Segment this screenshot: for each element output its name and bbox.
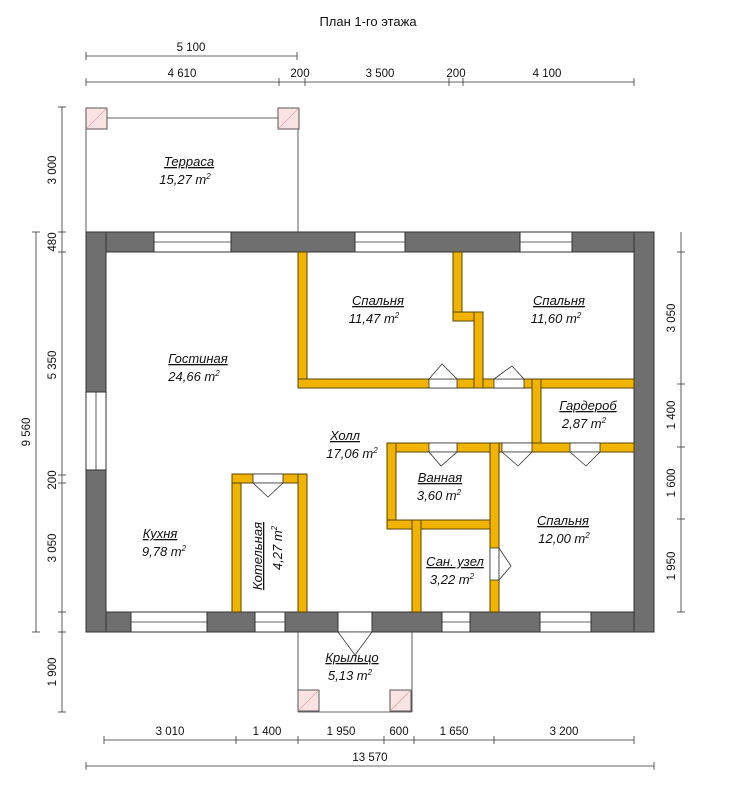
dim-left-3: 200 [47,470,59,489]
dim-left-4: 3 050 [47,534,59,563]
dim-right-2: 1 600 [666,469,678,498]
dimensions-top: 5 100 4 610 200 3 500 200 4 100 [85,42,635,86]
dim-top-1: 200 [290,68,309,80]
room-bathroom-area: 3,60 m2 [417,488,462,503]
room-wardrobe-area: 2,87 m2 [561,416,607,431]
room-bedroom1-name: Спальня [352,293,404,308]
dim-top-4: 4 100 [533,68,562,80]
room-wardrobe-name: Гардероб [559,398,617,413]
room-wc-name: Сан. узел [426,554,484,569]
room-bedroom2-area: 11,60 m2 [531,311,582,326]
exterior-walls [85,231,655,633]
dim-right-3: 1 950 [666,552,678,581]
dim-top-2: 3 500 [366,68,395,80]
room-hall-area: 17,06 m2 [326,446,378,461]
room-bathroom-name: Ванная [418,470,462,485]
dim-right-0: 3 050 [666,304,678,333]
room-bedroom1-area: 11,47 m2 [349,311,400,326]
room-bedroom3-name: Спальня [537,513,589,528]
terrace [85,107,300,232]
dim-left-outer: 9 560 [21,418,33,447]
plan-title: План 1-го этажа [319,14,417,29]
dim-bottom-1: 1 400 [253,726,282,738]
room-kitchen-area: 9,78 m2 [142,544,187,559]
dim-bottom-0: 3 010 [156,726,185,738]
dim-bottom-5: 3 200 [550,726,579,738]
dim-left-1: 480 [47,232,59,251]
room-living-name: Гостиная [168,351,228,366]
room-bedroom3-area: 12,00 m2 [538,531,590,546]
dim-bottom-overall: 13 570 [352,752,387,764]
dimensions-bottom: 3 010 1 400 1 950 600 1 650 3 200 13 570 [85,726,655,770]
dimensions-right: 3 050 1 400 1 600 1 950 [666,232,685,613]
dimensions-left: 9 560 3 000 480 5 350 200 3 050 1 900 [21,106,66,713]
entry-door [337,611,373,633]
room-hall-name: Холл [329,428,361,443]
room-living-area: 24,66 m2 [167,369,220,384]
room-labels: Терраса 15,27 m2 Гостиная 24,66 m2 Спаль… [142,154,617,683]
dim-left-2: 5 350 [47,351,59,380]
dim-left-5: 1 900 [47,658,59,687]
dim-top-3: 200 [446,68,465,80]
dim-right-1: 1 400 [666,401,678,430]
room-terrace-name: Терраса [164,154,214,169]
room-kitchen-name: Кухня [143,526,178,541]
dim-bottom-4: 1 650 [440,726,469,738]
dim-top-overall: 5 100 [177,42,206,54]
room-boiler-name: Котельная [250,522,265,590]
room-boiler-area: 4,27 m2 [270,525,285,570]
dim-left-0: 3 000 [47,156,59,185]
doors [251,363,601,656]
windows [85,231,592,633]
room-terrace-area: 15,27 m2 [159,172,211,187]
room-bedroom2-name: Спальня [533,293,585,308]
room-porch-area: 5,13 m2 [328,668,373,683]
dim-bottom-2: 1 950 [327,726,356,738]
room-porch-name: Крыльцо [325,650,378,665]
room-wc-area: 3,22 m2 [430,572,475,587]
dim-top-0: 4 610 [168,68,197,80]
dim-bottom-3: 600 [389,726,408,738]
porch [297,632,413,713]
